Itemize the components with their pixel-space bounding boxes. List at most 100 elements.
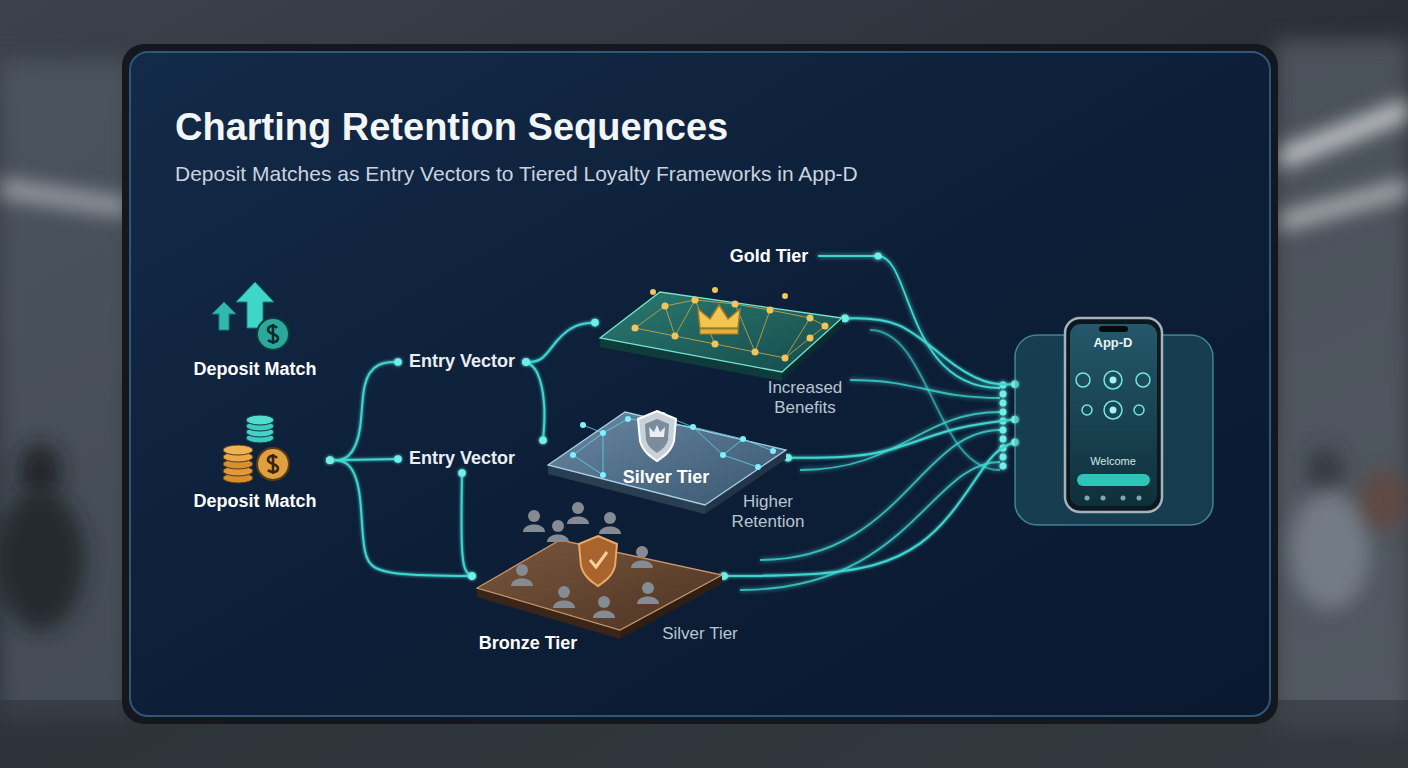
- silver-platform-part-part: [740, 436, 746, 442]
- silver-platform-part-part: [580, 422, 586, 428]
- node-label: Silver Tier: [601, 467, 731, 488]
- silver-platform: [548, 411, 786, 514]
- gold-platform-part-part: [715, 344, 755, 352]
- people-icons-part: [547, 535, 569, 543]
- phone-device-part-part: [1076, 373, 1090, 387]
- node-label: Deposit Match: [180, 491, 330, 512]
- silver-platform-part-part: [723, 439, 743, 455]
- screen-panel: [122, 44, 1278, 724]
- bronze-platform: [477, 502, 722, 639]
- annotation-label: Silver Tier: [650, 624, 750, 644]
- silver-platform-part-part: [573, 433, 603, 455]
- phone-device-part-part: [1082, 405, 1092, 415]
- shield-symbol: [638, 411, 676, 461]
- silver-platform-part-part: [690, 424, 696, 430]
- shield-symbol-part: [590, 552, 607, 567]
- phone-device-part: [1076, 371, 1150, 419]
- phone-device-part-part: [1101, 496, 1106, 501]
- gold-platform-part-part: [770, 310, 810, 318]
- people-icons-part: [593, 611, 615, 619]
- office-backdrop-part: [1280, 180, 1408, 230]
- silver-platform-part-part: [743, 439, 773, 451]
- silver-platform-part-part: [693, 427, 743, 439]
- gold-platform: [600, 287, 842, 381]
- deposit-icon-part: [257, 318, 289, 350]
- node-label: Entry Vector: [398, 448, 526, 469]
- phone-device-part: [1065, 318, 1162, 512]
- office-backdrop-part: [1307, 448, 1343, 492]
- office-backdrop-part: [1360, 470, 1408, 530]
- deposit-node: Deposit Match: [180, 280, 330, 385]
- tier-platform: Silver Tier: [543, 405, 788, 515]
- gold-platform-part-part: [752, 349, 759, 356]
- gold-platform-part-part: [782, 355, 789, 362]
- people-icons-part: [599, 527, 621, 535]
- silver-platform-part-part: [693, 427, 723, 455]
- gold-platform-part-part: [635, 306, 665, 328]
- node-label: Bronze Tier: [472, 633, 584, 654]
- port-dots-part: [1000, 454, 1007, 461]
- silver-platform-part-part: [603, 433, 604, 475]
- gold-platform-part-part: [662, 303, 669, 310]
- people-icons-part: [598, 596, 610, 608]
- gold-platform-part-part: [650, 289, 656, 295]
- people-icons-part: [631, 561, 653, 569]
- silver-platform-part-part: [573, 455, 603, 475]
- connector-dot: [522, 358, 530, 366]
- gold-platform-part-part: [672, 333, 679, 340]
- connector-dot: [394, 455, 402, 463]
- port-dots-part: [1000, 463, 1007, 470]
- phone-device-part-part: [1136, 373, 1150, 387]
- node-label: Entry Vector: [398, 351, 526, 372]
- node-label: Welcome: [1073, 455, 1153, 468]
- decorative-lines: [740, 256, 1000, 590]
- phone-device-part-part: [1121, 496, 1126, 501]
- silver-platform-part-part: [583, 425, 603, 433]
- connector-line: [330, 362, 398, 460]
- shield-symbol-part: [579, 536, 617, 586]
- silver-platform-part-part: [625, 416, 631, 422]
- tier-platform: Gold Tier: [595, 240, 845, 380]
- gold-platform-part-part: [767, 307, 774, 314]
- coins-icon: [223, 415, 289, 483]
- shield-symbol-part: [645, 419, 669, 453]
- phone-device-part-part: [1110, 407, 1117, 414]
- connector-line: [526, 362, 544, 440]
- connector-dot: [458, 469, 466, 477]
- diagram-title: Charting Retention Sequences: [175, 106, 875, 150]
- connector-dot: [326, 457, 334, 465]
- gold-platform-part-part: [675, 300, 695, 336]
- port-dots-part: [875, 253, 882, 260]
- people-icons-part: [567, 517, 589, 525]
- shield-symbol-part: [638, 411, 676, 461]
- gold-platform-part-part: [665, 300, 695, 306]
- phone-device-part-part: [1134, 405, 1144, 415]
- phone-device-part: [1077, 474, 1150, 486]
- decorative-lines-part: [818, 256, 1000, 388]
- phone-device-part-part: [1137, 496, 1142, 501]
- port-dots-part: [1000, 391, 1007, 398]
- silver-platform-part-part: [603, 419, 628, 433]
- gold-platform-part: [632, 287, 829, 362]
- annotation-label: Increased Benefits: [757, 378, 853, 417]
- deposit-icon-part: [268, 324, 278, 344]
- gold-platform-part-part: [755, 352, 785, 358]
- port-dots: [875, 253, 1007, 470]
- crown-symbol-part: [700, 329, 738, 334]
- silver-platform-part: [548, 412, 786, 505]
- subtitle: Deposit Matches as Entry Vectors to Tier…: [175, 162, 1075, 186]
- connector-line: [788, 419, 1015, 457]
- port-dots-part: [1000, 427, 1007, 434]
- screen-panel-part: [130, 52, 1270, 716]
- connector-dot: [326, 457, 334, 465]
- gold-platform-part-part: [675, 336, 715, 344]
- connector-dot: [394, 358, 402, 366]
- people-icons-part: [516, 564, 528, 576]
- deposit-node: Deposit Match: [180, 412, 330, 517]
- silver-platform-part-part: [570, 452, 576, 458]
- decorative-lines-part: [740, 462, 1000, 590]
- connector-group: [326, 315, 1019, 580]
- gold-platform-part-part: [785, 318, 810, 358]
